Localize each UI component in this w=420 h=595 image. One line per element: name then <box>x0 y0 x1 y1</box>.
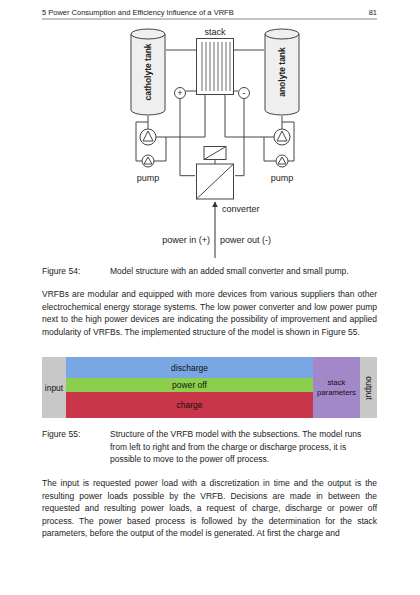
pump-symbol <box>142 155 154 167</box>
node-label: power off <box>172 380 207 390</box>
converter-link <box>215 160 216 165</box>
stack-parameters-block: stack parameters <box>313 357 360 418</box>
tank-lid <box>131 34 165 39</box>
discharge-band: discharge <box>66 357 313 378</box>
pump-triangle <box>144 157 152 164</box>
minus-terminal: - <box>238 87 250 99</box>
converter-symbol <box>195 146 235 200</box>
node-label: input <box>45 383 63 393</box>
node-label: anolyte tank <box>277 47 287 97</box>
stack-cells <box>197 39 233 94</box>
power-line <box>215 202 216 258</box>
pipe <box>264 137 276 161</box>
pump-symbol <box>140 129 156 145</box>
node-label: charge <box>177 400 203 410</box>
pump-symbol <box>276 155 288 167</box>
charge-band: charge <box>66 392 313 418</box>
cell-line <box>210 42 211 91</box>
cell-stack: stack <box>196 38 234 95</box>
converter-diagonal <box>197 164 234 199</box>
pump-triangle <box>277 131 287 141</box>
figure-number: Figure 55: <box>42 428 102 441</box>
power-out-label: power out (-) <box>220 234 300 247</box>
figure-caption: Structure of the VRFB model with the sub… <box>110 428 377 466</box>
wire <box>235 99 244 176</box>
body-paragraph: VRFBs are modular and equipped with more… <box>42 288 377 338</box>
wire <box>186 91 196 92</box>
pump-symbol <box>274 129 290 145</box>
node-label: discharge <box>171 363 208 373</box>
input-block: input <box>42 357 66 418</box>
wire <box>166 50 196 51</box>
node-label: stack parameters <box>313 378 360 398</box>
tank-body <box>265 29 299 115</box>
power-in-label: power in (+) <box>130 234 210 247</box>
cell-line <box>222 42 223 91</box>
converter-box: converter <box>195 146 235 200</box>
running-header: 5 Power Consumption and Efficiency Influ… <box>42 7 234 20</box>
pump-triangle <box>143 131 153 141</box>
figure-caption: Model structure with an added small conv… <box>110 265 377 278</box>
small-converter <box>204 147 226 160</box>
node-label: + <box>177 89 182 98</box>
page-number: 81 <box>337 7 377 20</box>
cell-line <box>230 42 231 91</box>
tank-body <box>131 29 165 115</box>
plus-terminal: + <box>174 87 186 99</box>
catholyte-tank: catholyte tank <box>130 28 166 116</box>
cell-line <box>214 42 215 91</box>
pump-label: pump <box>262 172 302 185</box>
pipe <box>154 137 166 161</box>
node-label: catholyte tank <box>143 43 153 100</box>
cell-line <box>218 42 219 91</box>
large-converter <box>197 164 234 199</box>
pump-label: pump <box>128 172 168 185</box>
figure-number: Figure 54: <box>42 265 102 278</box>
node-label: stack <box>197 27 233 37</box>
header-rule <box>42 19 377 20</box>
cell-line <box>226 42 227 91</box>
cell-line <box>206 42 207 91</box>
power-off-band: power off <box>66 378 313 392</box>
wire <box>180 99 195 176</box>
output-block: output <box>360 357 377 418</box>
pump-triangle <box>278 157 286 164</box>
converter-diagonal <box>204 147 226 160</box>
pumps <box>140 129 290 167</box>
node-label: converter <box>222 204 260 214</box>
body-paragraph: The input is requested power load with a… <box>42 477 377 540</box>
node-label: - <box>243 89 246 98</box>
anolyte-tank: anolyte tank <box>264 28 300 116</box>
tank-lid <box>265 34 299 39</box>
wire <box>234 50 264 51</box>
cell-line <box>202 42 203 91</box>
node-label: output <box>364 376 374 400</box>
